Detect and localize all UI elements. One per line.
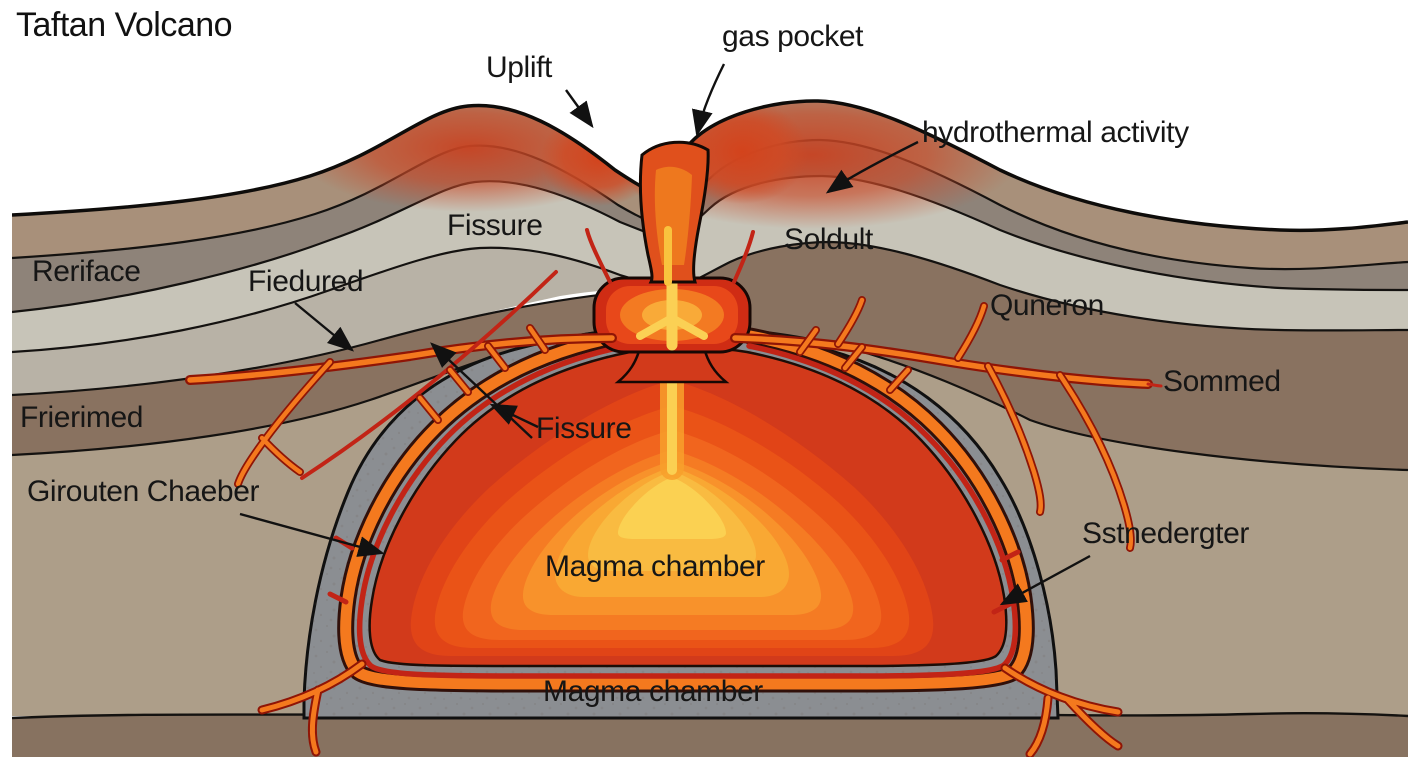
- fissure-lower-leader-2: [430, 342, 533, 439]
- bottom-right-sill: [1002, 665, 1121, 757]
- label-sommed: Sommed: [1163, 365, 1281, 398]
- right-sill-twigs: [835, 297, 987, 361]
- girouten-leader: [239, 512, 385, 557]
- label-frierimed: Frierimed: [20, 401, 144, 434]
- fiedured-leader: [294, 302, 355, 352]
- label-soldult: Soldult: [784, 223, 873, 256]
- right-sill-descenders: [985, 363, 1133, 551]
- thin-dike-diagonal: [300, 270, 558, 480]
- figure-title: Taftan Volcano: [16, 6, 233, 44]
- label-hydrothermal-activity: hydrothermal activity: [922, 116, 1189, 149]
- topsoil-layer: [12, 100, 1408, 270]
- mauve-layer: [12, 140, 1408, 312]
- label-quneron: Quneron: [990, 289, 1104, 322]
- label-fissure-upper: Fissure: [447, 209, 543, 242]
- sstnedergter-leader: [999, 554, 1091, 606]
- bulge-twig-right: [732, 230, 755, 284]
- sub-chamber-core-arms: [636, 314, 708, 340]
- label-fiedured: Fiedured: [248, 265, 364, 298]
- label-uplift: Uplift: [486, 51, 552, 84]
- right-sill-tip: [1146, 382, 1163, 388]
- label-fissure-lower: Fissure: [536, 412, 632, 445]
- left-sill: [187, 335, 615, 383]
- label-magma-chamber-center: Magma chamber: [545, 550, 765, 583]
- bottom-left-sill: [259, 661, 365, 755]
- label-reriface: Reriface: [32, 255, 141, 288]
- uplift-leader: [565, 89, 594, 129]
- dike-ring-crimson-stripe: [356, 343, 1019, 679]
- rim-fingers: [417, 325, 911, 423]
- label-gas-pocket: gas pocket: [722, 20, 864, 53]
- stratum-line-3: [12, 240, 1408, 354]
- sub-chamber-neck: [614, 346, 730, 384]
- dike-ring: [340, 330, 1032, 690]
- label-magma-chamber-bottom: Magma chamber: [543, 675, 763, 708]
- gas-pocket-leader: [691, 63, 726, 137]
- left-sill-branch: [235, 359, 333, 487]
- label-sstnedergter: Sstnedergter: [1082, 517, 1249, 550]
- hydrothermal-leader: [825, 140, 919, 194]
- magma-band-9-core: [618, 477, 726, 539]
- stratum-line-4: [12, 287, 661, 397]
- label-girouten-chaeber: Girouten Chaeber: [27, 475, 260, 508]
- bulge-twig-left: [585, 228, 612, 284]
